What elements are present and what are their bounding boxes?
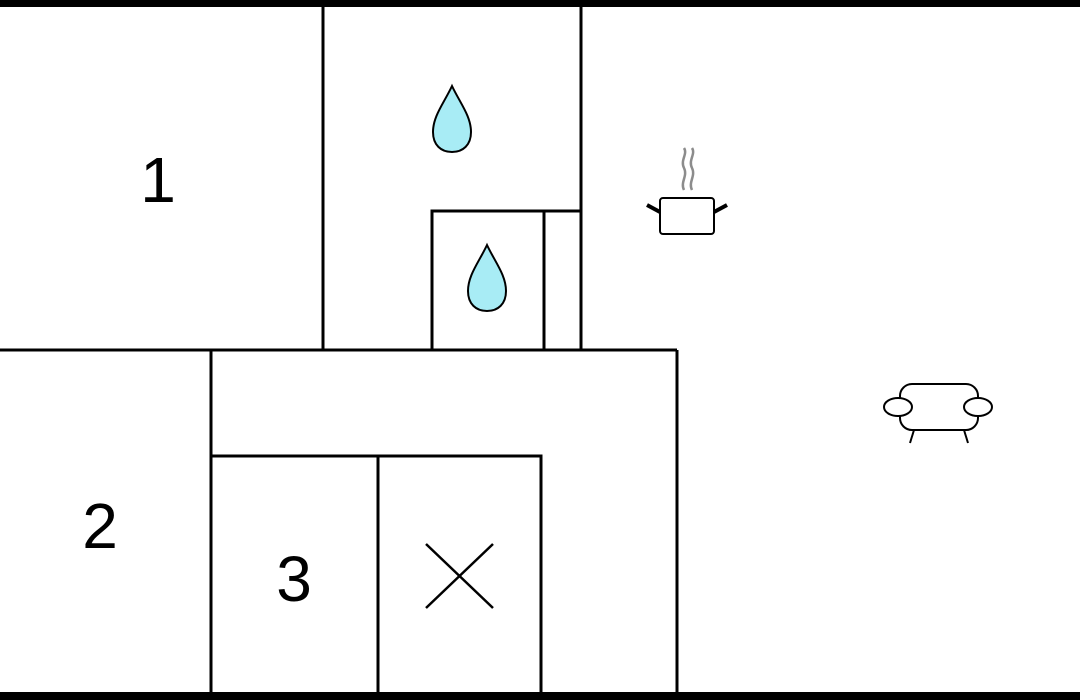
shower-box xyxy=(430,209,583,352)
room-label-1: 1 xyxy=(140,144,176,216)
room-label-2: 2 xyxy=(82,490,118,562)
water-drop-icon xyxy=(431,83,473,154)
room-label-3: 3 xyxy=(276,543,312,615)
cooking-pot-icon xyxy=(646,147,728,235)
room-3-box xyxy=(209,454,543,698)
sofa-icon xyxy=(883,383,993,444)
water-drop-icon xyxy=(466,242,508,313)
cross-icon xyxy=(425,543,494,609)
